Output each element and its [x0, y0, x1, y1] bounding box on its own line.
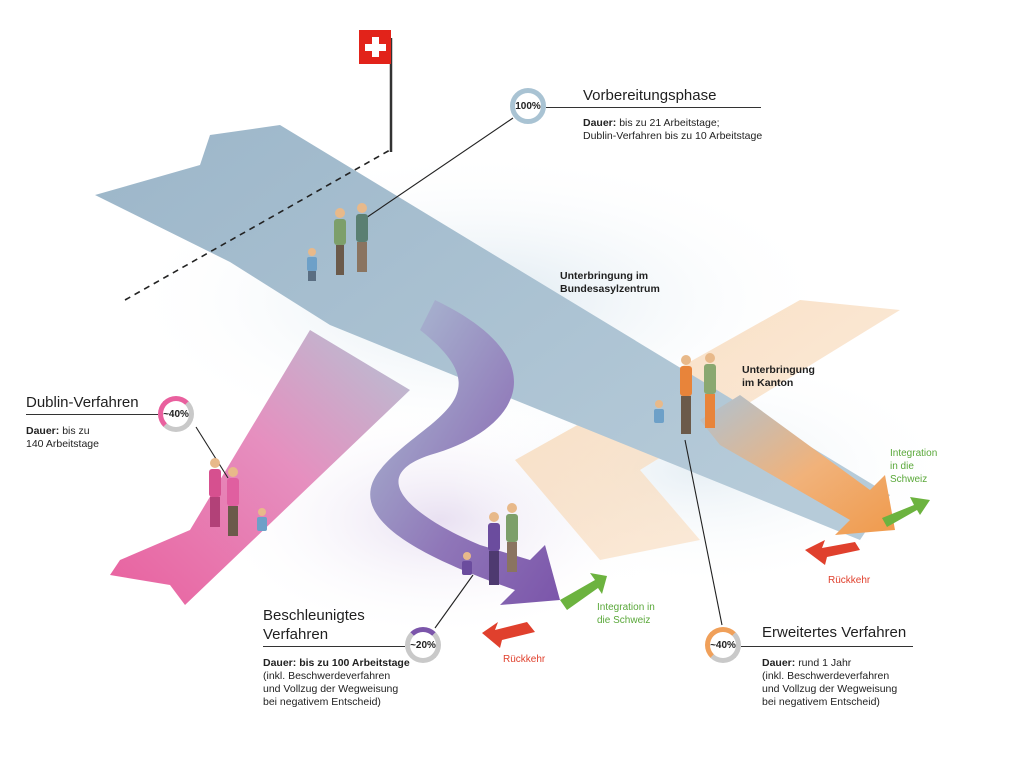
integration-right-3: Schweiz — [890, 474, 928, 485]
percent-accelerated: ~20% — [410, 639, 436, 651]
duration-preparation-1: bis zu 21 Arbeitstage; — [619, 117, 720, 129]
percent-ring-accelerated: ~20% — [405, 627, 441, 663]
swiss-flag-icon — [359, 30, 393, 152]
title-accelerated: Beschleunigtes Verfahren — [263, 606, 365, 644]
canton-line1: Unterbringung — [742, 364, 815, 376]
duration-dublin-1: bis zu — [62, 425, 90, 437]
dublin-path — [110, 330, 410, 605]
percent-ring-extended: ~40% — [705, 627, 741, 663]
rule-extended — [741, 646, 913, 647]
duration-label-dublin: Dauer: — [26, 425, 60, 437]
duration-preparation-2: Dublin-Verfahren bis zu 10 Arbeitstage — [583, 130, 763, 142]
integration-right-1: Integration — [890, 448, 938, 459]
label-canton: Unterbringung im Kanton — [742, 364, 815, 390]
note-extended-1: (inkl. Beschwerdeverfahren — [762, 670, 890, 682]
percent-dublin: ~40% — [163, 408, 189, 420]
leader-extended — [684, 439, 723, 626]
label-integration-right: Integration in die Schweiz — [890, 447, 937, 486]
percent-extended: ~40% — [710, 639, 736, 651]
duration-label-extended: Dauer: — [762, 657, 796, 669]
percent-ring-dublin: ~40% — [158, 396, 194, 432]
desc-preparation: Dauer: bis zu 21 Arbeitstage; Dublin-Ver… — [583, 117, 762, 143]
family-walking-icon — [307, 203, 368, 281]
note-accelerated-2: und Vollzug der Wegweisung — [263, 683, 399, 695]
duration-label-preparation: Dauer: — [583, 117, 617, 129]
desc-extended: Dauer: rund 1 Jahr (inkl. Beschwerdeverf… — [762, 657, 897, 709]
return-arrow-right — [805, 540, 860, 565]
integration-arrow-right — [882, 497, 930, 527]
label-federal-center: Unterbringung im Bundesasylzentrum — [560, 270, 660, 296]
percent-preparation: 100% — [515, 100, 541, 112]
integration-center-1: Integration in — [597, 602, 655, 613]
leader-preparation — [359, 117, 514, 223]
title-extended: Erweitertes Verfahren — [762, 624, 907, 641]
integration-right-2: in die — [890, 461, 914, 472]
return-arrow-center — [482, 622, 535, 648]
federal-center-line1: Unterbringung im — [560, 270, 649, 282]
title-accelerated-1: Beschleunigtes — [263, 607, 365, 624]
rule-preparation — [546, 107, 761, 108]
title-accelerated-2: Verfahren — [263, 626, 329, 643]
duration-extended-1: rund 1 Jahr — [798, 657, 852, 669]
canton-line2: im Kanton — [742, 377, 794, 389]
duration-label-accelerated: Dauer: — [263, 657, 297, 669]
rule-dublin — [26, 414, 158, 415]
percent-ring-preparation: 100% — [510, 88, 546, 124]
title-preparation: Vorbereitungsphase — [583, 87, 717, 104]
family-walking-icon — [462, 503, 518, 585]
canton-area — [515, 300, 900, 560]
integration-center-2: die Schweiz — [597, 615, 651, 626]
desc-dublin: Dauer: bis zu 140 Arbeitstage — [26, 425, 99, 451]
label-integration-center: Integration in die Schweiz — [597, 601, 655, 627]
leader-dublin — [195, 426, 229, 479]
family-walking-icon — [209, 458, 267, 536]
border-line — [124, 149, 391, 301]
extended-path — [700, 395, 895, 535]
main-path — [95, 125, 890, 540]
accelerated-path — [370, 300, 560, 605]
leader-accelerated — [434, 574, 474, 629]
label-return-center: Rückkehr — [503, 654, 546, 665]
rule-accelerated — [263, 646, 405, 647]
desc-accelerated: Dauer: bis zu 100 Arbeitstage (inkl. Bes… — [263, 657, 410, 709]
integration-arrow-center — [560, 573, 607, 610]
note-extended-3: bei negativem Entscheid) — [762, 696, 880, 708]
label-return-right: Rückkehr — [828, 575, 871, 586]
note-extended-2: und Vollzug der Wegweisung — [762, 683, 898, 695]
note-accelerated-1: (inkl. Beschwerdeverfahren — [263, 670, 391, 682]
family-walking-icon — [654, 353, 716, 434]
title-dublin: Dublin-Verfahren — [26, 394, 139, 411]
duration-dublin-2: 140 Arbeitstage — [26, 438, 99, 450]
note-accelerated-3: bei negativem Entscheid) — [263, 696, 381, 708]
duration-accelerated-1: bis zu 100 Arbeitstage — [299, 657, 410, 669]
federal-center-line2: Bundesasylzentrum — [560, 283, 660, 295]
